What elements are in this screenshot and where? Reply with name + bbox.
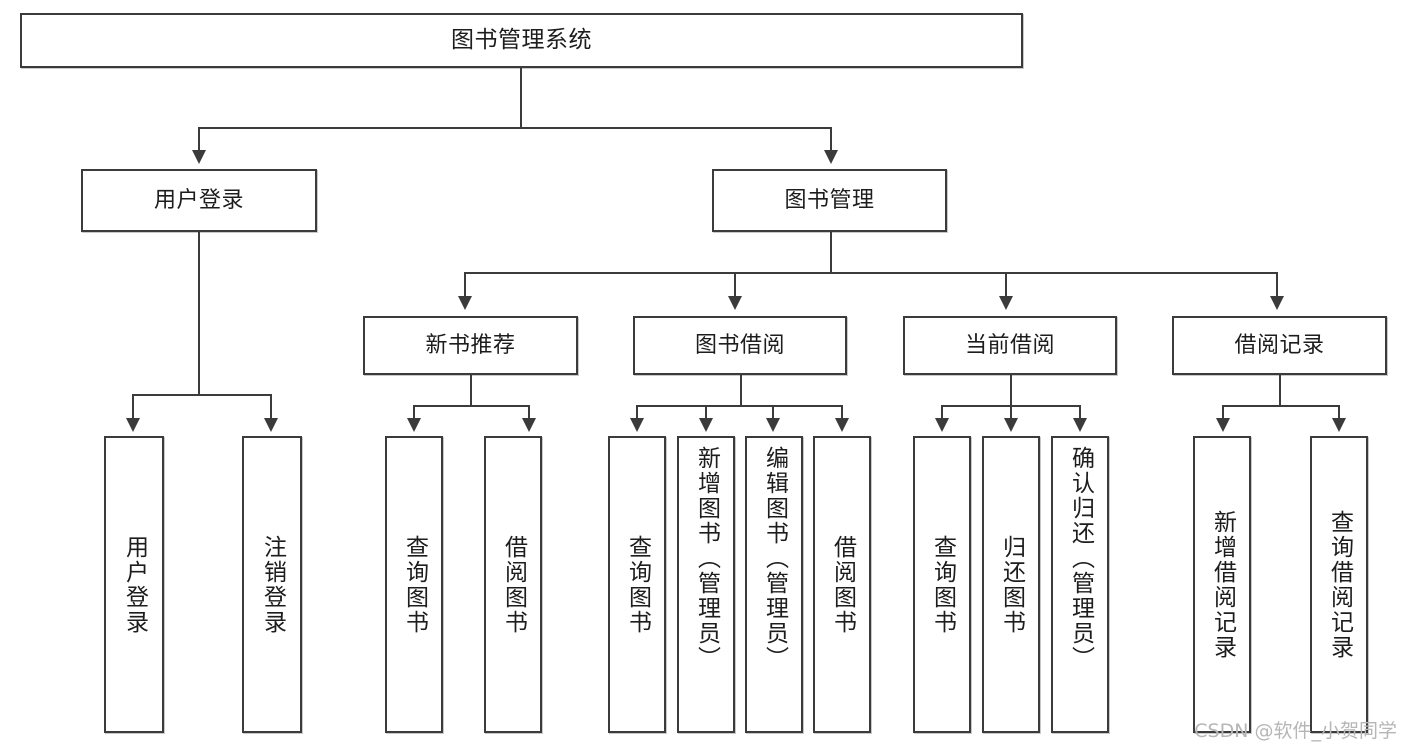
arrow-user-login-leaf-2 (264, 418, 278, 432)
arrow-bm-to-current-borrow (999, 296, 1013, 310)
arrow-bb-leaf-2 (699, 418, 713, 432)
leaf-query-book-current[interactable]: 查询图书 (913, 436, 971, 733)
node-label: 归还图书 (998, 534, 1025, 635)
arrow-br-leaf-2 (1332, 418, 1346, 432)
connector-br-bus (1222, 405, 1339, 407)
connector-nbr-drop-1 (413, 405, 415, 420)
leaf-query-book-borrow[interactable]: 查询图书 (608, 436, 666, 733)
leaf-borrow-book-borrow[interactable]: 借阅图书 (813, 436, 871, 733)
arrow-nbr-leaf-1 (407, 418, 421, 432)
connector-nbr-bus (413, 405, 529, 407)
connector-bm-drop-1 (464, 272, 466, 298)
node-label: 查询借阅记录 (1326, 509, 1353, 660)
leaf-borrow-book-recommend[interactable]: 借阅图书 (484, 436, 542, 733)
node-label: 新书推荐 (425, 332, 516, 358)
node-label: 编辑图书（管理员） (761, 446, 788, 671)
arrow-br-leaf-1 (1216, 418, 1230, 432)
node-label: 图书管理 (784, 187, 875, 213)
connector-user-login-drop-2 (270, 394, 272, 420)
leaf-add-book-admin[interactable]: 新增图书（管理员） (677, 436, 735, 733)
node-current-borrow[interactable]: 当前借阅 (903, 316, 1117, 375)
connector-br-stem (1279, 375, 1281, 406)
node-label: 借阅记录 (1234, 332, 1325, 358)
node-label: 借阅图书 (500, 534, 527, 635)
leaf-user-login[interactable]: 用户登录 (104, 436, 164, 733)
arrow-bm-to-borrow-record (1270, 296, 1284, 310)
arrow-bb-leaf-3 (766, 418, 780, 432)
connector-bm-drop-3 (1005, 272, 1007, 298)
arrow-bm-to-new-book-recommend (458, 296, 472, 310)
arrow-cb-leaf-2 (1004, 418, 1018, 432)
node-new-book-recommend[interactable]: 新书推荐 (363, 316, 578, 375)
leaf-confirm-return-admin[interactable]: 确认归还（管理员） (1051, 436, 1109, 733)
connector-bb-drop-4 (841, 405, 843, 420)
connector-user-login-stem (198, 232, 200, 395)
arrow-nbr-leaf-2 (522, 418, 536, 432)
node-label: 查询图书 (624, 534, 651, 635)
connector-book-manage-bus (464, 272, 1276, 274)
connector-cb-drop-2 (1010, 405, 1012, 420)
connector-root-to-book-manage (830, 127, 832, 155)
node-label: 当前借阅 (964, 332, 1055, 358)
connector-bb-stem (740, 375, 742, 406)
node-label: 新增借阅记录 (1209, 509, 1236, 660)
connector-nbr-drop-2 (528, 405, 530, 420)
node-label: 新增图书（管理员） (693, 446, 720, 671)
connector-bb-drop-2 (705, 405, 707, 420)
node-borrow-record[interactable]: 借阅记录 (1172, 316, 1387, 375)
connector-user-login-drop-1 (132, 394, 134, 420)
connector-root-to-user-login (198, 127, 200, 155)
connector-bb-drop-3 (772, 405, 774, 420)
node-user-login[interactable]: 用户登录 (81, 169, 317, 232)
arrow-cb-leaf-1 (935, 418, 949, 432)
connector-cb-stem (1010, 375, 1012, 406)
node-label: 确认归还（管理员） (1067, 446, 1094, 671)
connector-bb-drop-1 (636, 405, 638, 420)
leaf-query-borrow-record[interactable]: 查询借阅记录 (1310, 436, 1368, 733)
node-label: 查询图书 (929, 534, 956, 635)
node-label: 图书管理系统 (451, 27, 592, 54)
node-label: 用户登录 (121, 534, 148, 635)
arrow-user-login-leaf-1 (126, 418, 140, 432)
connector-book-manage-stem (830, 232, 832, 273)
node-label: 借阅图书 (829, 534, 856, 635)
connector-cb-drop-1 (941, 405, 943, 420)
leaf-return-book[interactable]: 归还图书 (982, 436, 1040, 733)
node-root-system[interactable]: 图书管理系统 (20, 13, 1023, 68)
leaf-add-borrow-record[interactable]: 新增借阅记录 (1193, 436, 1251, 733)
arrow-bb-leaf-1 (630, 418, 644, 432)
connector-bm-drop-4 (1276, 272, 1278, 298)
leaf-logout-login[interactable]: 注销登录 (242, 436, 302, 733)
arrow-cb-leaf-3 (1073, 418, 1087, 432)
leaf-edit-book-admin[interactable]: 编辑图书（管理员） (745, 436, 803, 733)
arrow-root-to-user-login (192, 150, 206, 164)
arrow-bm-to-book-borrow (728, 296, 742, 310)
node-book-borrow[interactable]: 图书借阅 (633, 316, 847, 375)
node-label: 图书借阅 (694, 332, 785, 358)
leaf-query-book-recommend[interactable]: 查询图书 (385, 436, 443, 733)
node-label: 注销登录 (259, 534, 286, 635)
node-label: 用户登录 (153, 187, 244, 213)
connector-nbr-stem (470, 375, 472, 406)
connector-root-bus (198, 127, 832, 129)
connector-cb-drop-3 (1079, 405, 1081, 420)
connector-root-stem (520, 68, 522, 128)
connector-user-login-bus (132, 394, 271, 396)
arrow-bb-leaf-4 (835, 418, 849, 432)
connector-br-drop-2 (1338, 405, 1340, 420)
node-label: 查询图书 (401, 534, 428, 635)
node-book-manage[interactable]: 图书管理 (712, 169, 947, 232)
connector-br-drop-1 (1222, 405, 1224, 420)
connector-bm-drop-2 (734, 272, 736, 298)
arrow-root-to-book-manage (824, 150, 838, 164)
connector-bb-bus (636, 405, 842, 407)
